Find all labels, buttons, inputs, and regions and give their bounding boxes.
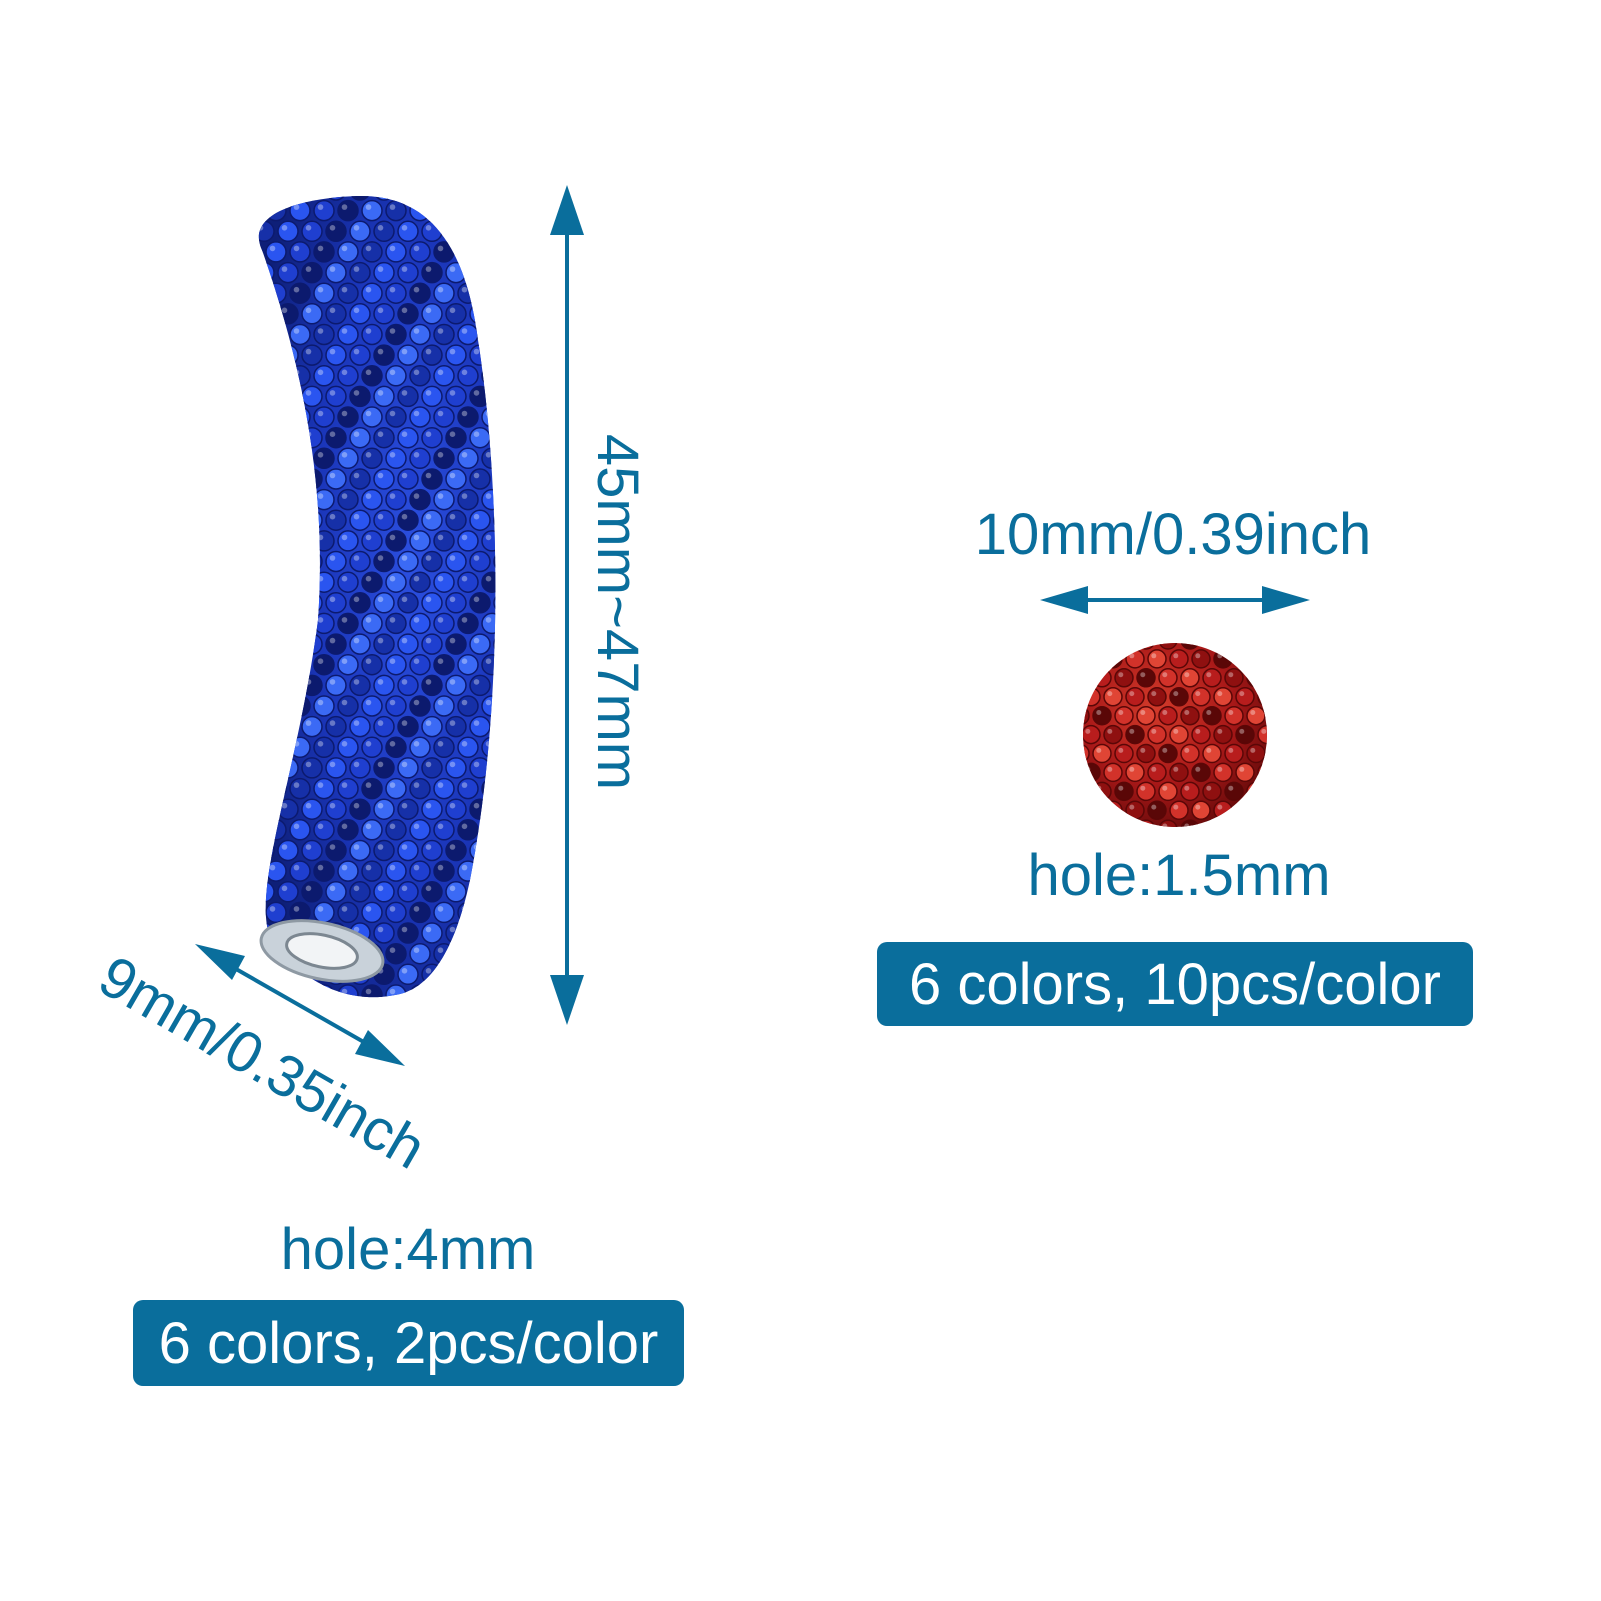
ball-hole-label: hole:1.5mm [1027,843,1331,908]
ball-quantity-badge: 6 colors, 10pcs/color [877,942,1473,1026]
size-arrow [1040,586,1310,614]
tube-bead-hole [285,932,359,970]
tube-quantity-badge: 6 colors, 2pcs/color [133,1300,684,1386]
ball-bead [1083,643,1267,827]
ball-size-label: 10mm/0.39inch [974,502,1372,567]
length-arrow [550,185,584,1025]
tube-hole-label: hole:4mm [280,1217,536,1282]
tube-length-label: 45mm~47mm [585,433,650,791]
tube-bead [258,195,496,998]
width-arrow [195,944,405,1066]
